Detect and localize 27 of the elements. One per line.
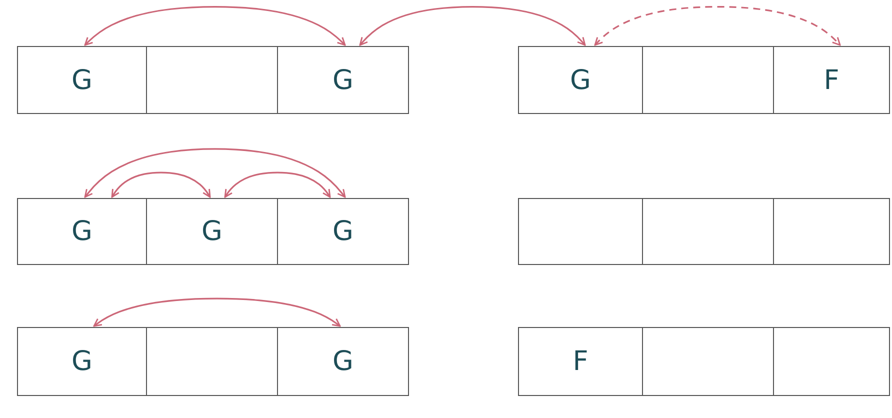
cell-letter: G bbox=[332, 346, 354, 377]
curved-arrow bbox=[93, 298, 341, 327]
cell-letter: G bbox=[202, 216, 222, 247]
letter-cell bbox=[17, 46, 147, 114]
curved-arrow bbox=[594, 6, 841, 46]
cell-letter: G bbox=[570, 64, 591, 96]
letter-cell bbox=[277, 46, 409, 114]
letter-cell bbox=[773, 46, 890, 114]
letter-cell bbox=[277, 327, 409, 396]
letter-cell bbox=[17, 198, 147, 265]
cell-letter: G bbox=[332, 216, 354, 247]
cell-letter: F bbox=[824, 64, 840, 96]
cell-letter: G bbox=[72, 64, 92, 96]
curved-arrow bbox=[359, 6, 586, 46]
cell-letter: F bbox=[572, 346, 588, 377]
curved-arrow bbox=[224, 172, 331, 198]
letter-cell bbox=[518, 327, 643, 396]
curved-arrow bbox=[84, 148, 346, 198]
letter-cell bbox=[17, 327, 147, 396]
curved-arrow bbox=[84, 6, 346, 46]
cell-letter: G bbox=[332, 64, 354, 96]
letter-cell bbox=[518, 46, 643, 114]
cell-letter: G bbox=[72, 216, 92, 247]
letter-cell bbox=[146, 198, 278, 265]
letter-cell bbox=[277, 198, 409, 265]
curved-arrow bbox=[111, 172, 211, 198]
cell-letter: G bbox=[72, 346, 92, 377]
